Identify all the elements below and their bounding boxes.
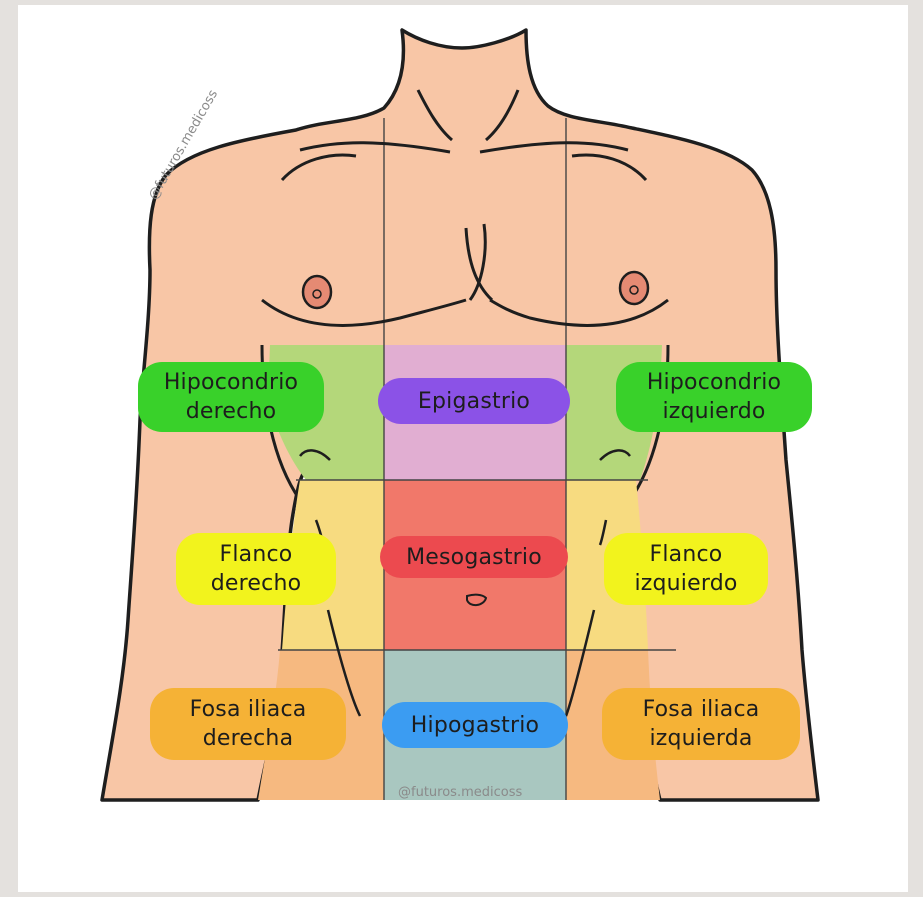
label-text-line1: Fosa iliaca <box>190 695 307 724</box>
nipple-left-icon <box>620 272 648 304</box>
label-text-line1: Flanco <box>211 540 302 569</box>
label-text-line2: izquierda <box>643 724 760 753</box>
label-text-line2: derecha <box>190 724 307 753</box>
label-hipocondrio-derecho: Hipocondrio derecho <box>138 362 324 432</box>
label-hipocondrio-izquierdo: Hipocondrio izquierdo <box>616 362 812 432</box>
label-hipogastrio: Hipogastrio <box>382 702 568 748</box>
nipple-right-icon <box>303 276 331 308</box>
label-flanco-derecho: Flanco derecho <box>176 533 336 605</box>
label-text-line1: Fosa iliaca <box>643 695 760 724</box>
label-fosa-iliaca-izquierda: Fosa iliaca izquierda <box>602 688 800 760</box>
label-text: Mesogastrio <box>406 543 542 572</box>
label-text-line1: Hipocondrio <box>647 368 781 397</box>
label-text: Hipogastrio <box>411 711 539 740</box>
watermark-bottom: @futuros.medicoss <box>398 785 522 800</box>
label-text-line2: izquierdo <box>634 569 737 598</box>
label-text-line1: Flanco <box>634 540 737 569</box>
label-flanco-izquierdo: Flanco izquierdo <box>604 533 768 605</box>
label-text-line2: derecho <box>211 569 302 598</box>
label-fosa-iliaca-derecha: Fosa iliaca derecha <box>150 688 346 760</box>
label-text: Epigastrio <box>418 387 530 416</box>
label-mesogastrio: Mesogastrio <box>380 536 568 578</box>
label-text-line2: derecho <box>164 397 298 426</box>
label-epigastrio: Epigastrio <box>378 378 570 424</box>
label-text-line1: Hipocondrio <box>164 368 298 397</box>
label-text-line2: izquierdo <box>647 397 781 426</box>
